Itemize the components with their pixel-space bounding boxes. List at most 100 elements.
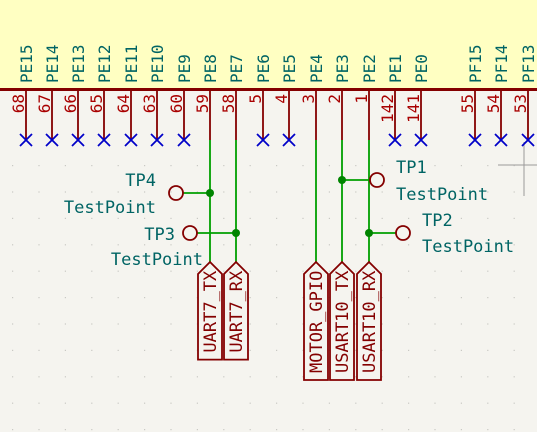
- grid-dot: [276, 217, 278, 219]
- grid-dot: [302, 191, 304, 193]
- grid-dot: [117, 429, 119, 431]
- grid-dot: [64, 323, 66, 325]
- junction-dot: [365, 229, 373, 237]
- no-connect-flag: [468, 133, 482, 147]
- ic-body[interactable]: [0, 0, 537, 91]
- testpoint-circle: [168, 185, 184, 201]
- no-connect-flag: [71, 133, 85, 147]
- grid-dot: [460, 297, 462, 299]
- grid-dot: [170, 165, 172, 167]
- net-label-text: UART7_RX: [227, 270, 247, 353]
- grid-dot: [276, 297, 278, 299]
- grid-dot: [91, 297, 93, 299]
- grid-dot: [12, 376, 14, 378]
- net-label-motor-gpio[interactable]: MOTOR_GPIO: [303, 260, 329, 381]
- grid-dot: [434, 217, 436, 219]
- net-label-uart7-rx[interactable]: UART7_RX: [223, 260, 249, 361]
- no-connect-flag: [414, 133, 428, 147]
- net-label-text: UART7_TX: [201, 270, 221, 353]
- grid-dot: [302, 270, 304, 272]
- pin-pe15[interactable]: PE15 68: [9, 44, 36, 147]
- grid-dot: [223, 429, 225, 431]
- grid-dot: [487, 191, 489, 193]
- grid-dot: [117, 165, 119, 167]
- grid-dot: [408, 270, 410, 272]
- no-connect-flag: [97, 133, 111, 147]
- grid-dot: [12, 349, 14, 351]
- grid-dot: [487, 349, 489, 351]
- net-label-usart10-tx[interactable]: USART10_TX: [329, 260, 355, 381]
- grid-dot: [328, 402, 330, 404]
- grid-dot: [381, 429, 383, 431]
- grid-dot: [249, 217, 251, 219]
- pin-name: PF14: [492, 44, 511, 83]
- grid-dot: [38, 297, 40, 299]
- grid-dot: [170, 323, 172, 325]
- grid-dot: [276, 349, 278, 351]
- pin-name: PF13: [519, 44, 537, 83]
- grid-dot: [223, 270, 225, 272]
- grid-dot: [513, 191, 515, 193]
- grid-dot: [223, 217, 225, 219]
- grid-dot: [117, 323, 119, 325]
- wires: [209, 140, 370, 262]
- no-connect-flag: [124, 133, 138, 147]
- grid-dot: [434, 429, 436, 431]
- pin-name: PE10: [148, 44, 167, 83]
- grid-dot: [460, 429, 462, 431]
- grid-dot: [276, 323, 278, 325]
- grid-dot: [276, 191, 278, 193]
- grid-dot: [434, 270, 436, 272]
- pin-number: 68: [9, 94, 28, 113]
- grid-dot: [487, 429, 489, 431]
- testpoint-value: TestPoint: [111, 250, 203, 270]
- grid-dot: [64, 165, 66, 167]
- pin-pf14[interactable]: PF14 54: [484, 44, 511, 147]
- grid-dot: [381, 165, 383, 167]
- grid-dot: [355, 217, 357, 219]
- grid-dot: [434, 297, 436, 299]
- grid-dot: [328, 217, 330, 219]
- testpoint-circle: [369, 172, 385, 188]
- grid-dot: [117, 244, 119, 246]
- grid-dot: [513, 376, 515, 378]
- junction-dot: [338, 176, 346, 184]
- pin-name: PE6: [254, 54, 273, 83]
- net-label-usart10-rx[interactable]: USART10_RX: [356, 260, 382, 381]
- pin-name: PE15: [17, 44, 36, 83]
- grid-dot: [302, 376, 304, 378]
- grid-dot: [434, 191, 436, 193]
- grid-dot: [460, 165, 462, 167]
- grid-dot: [12, 297, 14, 299]
- grid-dot: [328, 429, 330, 431]
- grid-dot: [249, 270, 251, 272]
- grid-dot: [144, 270, 146, 272]
- net-label-outline: [329, 260, 355, 381]
- grid-dot: [196, 244, 198, 246]
- pin-number: 54: [484, 94, 503, 113]
- net-label-uart7-tx[interactable]: UART7_TX: [197, 260, 223, 361]
- pin-number: 60: [167, 94, 186, 113]
- testpoint-ref: TP3: [144, 225, 175, 245]
